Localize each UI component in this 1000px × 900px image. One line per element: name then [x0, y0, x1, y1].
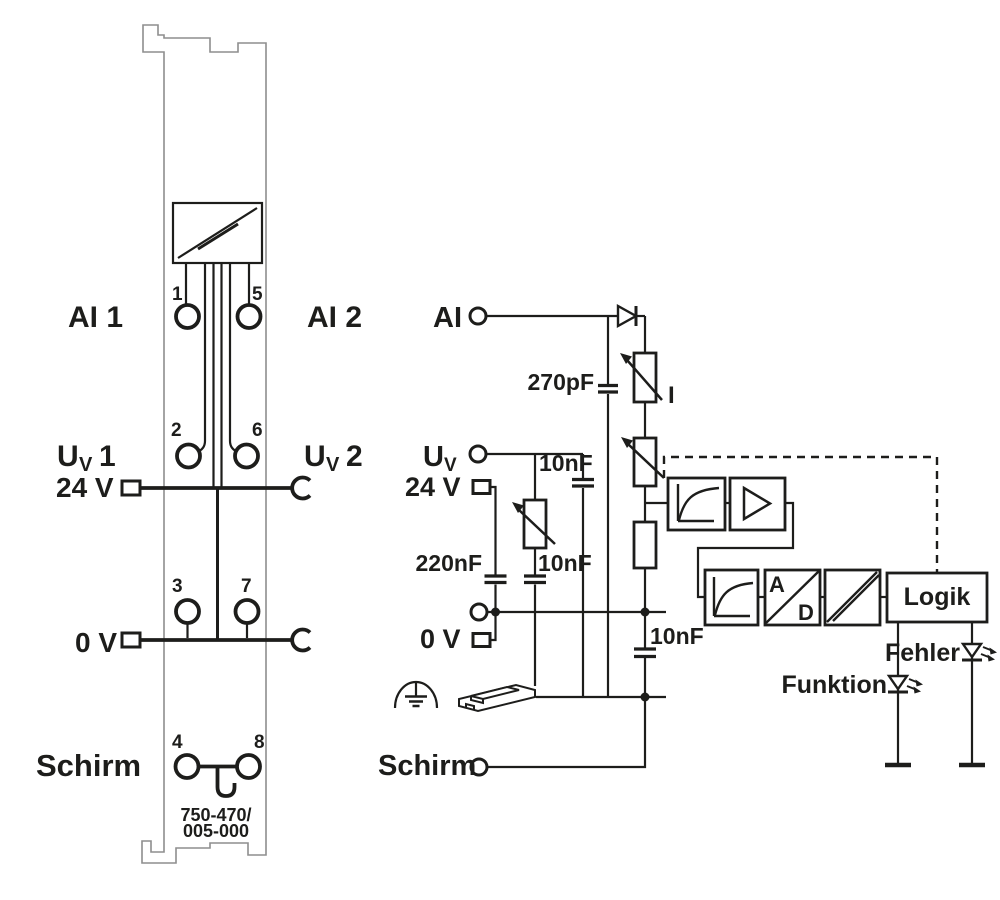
- part-number-line2: 005-000: [183, 821, 249, 841]
- junction-dot: [491, 607, 500, 617]
- terminal-5: [235, 303, 263, 330]
- current-label: I: [668, 382, 675, 409]
- logic-label: Logik: [904, 583, 971, 611]
- adc-label-a: A: [769, 572, 785, 597]
- terminal-4: [173, 753, 201, 780]
- label-24v: 24 V: [56, 472, 114, 503]
- input-ai-terminal: [468, 306, 488, 326]
- module-terminals: [173, 303, 263, 798]
- schematic-label-0v: 0 V: [420, 624, 461, 654]
- logic-block: Logik: [885, 571, 989, 624]
- terminal-number-4: 4: [172, 732, 183, 753]
- amplifier-block: [728, 476, 787, 532]
- label-uv2-base: U: [304, 440, 326, 473]
- isolation-diagonal-short: [197, 222, 239, 251]
- label-uv1-sub: V: [79, 454, 93, 476]
- schematic-label-uv-base: U: [423, 441, 444, 473]
- terminal-6: [233, 442, 260, 470]
- schematic-label-ai: AI: [433, 302, 462, 334]
- label-uv2-sub: V: [326, 454, 340, 476]
- cap-270pf-symbol: [598, 383, 618, 394]
- blade-contact-24v: [120, 479, 142, 497]
- cap-10nf-uv-label: 10nF: [539, 450, 593, 476]
- terminal-number-1: 1: [172, 284, 183, 305]
- cap-10nf-mid-symbol: [524, 574, 546, 585]
- led-error-label: Fehler: [885, 639, 960, 667]
- input-0v-terminal: [469, 602, 489, 622]
- ground-symbol: [393, 680, 439, 709]
- schematic-label-uv-sub: V: [444, 455, 457, 476]
- terminal-3: [174, 598, 201, 625]
- control-dashed-line: [662, 455, 939, 572]
- adc-block: A D: [763, 568, 822, 627]
- module-housing-outline: [141, 24, 267, 864]
- terminal-number-5: 5: [252, 284, 263, 305]
- variable-resistor-2: [621, 436, 665, 488]
- isolation-diagonal: [177, 207, 258, 259]
- cap-10nf-uv-symbol: [572, 477, 594, 488]
- din-rail-symbol: [458, 683, 536, 713]
- junction-dot: [640, 692, 650, 702]
- cap-10nf-out-label: 10nF: [650, 623, 704, 649]
- label-ai1: AI 1: [68, 301, 123, 334]
- junction-dot: [640, 607, 650, 617]
- variable-resistor-1: [620, 351, 663, 404]
- led-function-label: Funktion: [781, 671, 887, 699]
- blade-contact-0v: [120, 631, 142, 649]
- isolation-block-symbol: [171, 201, 264, 265]
- cap-270pf-label: 270pF: [528, 369, 594, 395]
- label-0v: 0 V: [75, 627, 117, 658]
- adc-label-d: D: [798, 600, 814, 625]
- terminal-number-3: 3: [172, 576, 183, 597]
- part-number-line1: 750-470/: [180, 805, 251, 825]
- terminal-number-2: 2: [171, 420, 182, 441]
- label-uv1-base: U: [57, 440, 79, 473]
- cap-220nf-label: 220nF: [416, 550, 482, 576]
- terminal-7: [233, 598, 261, 625]
- label-uv1-num: 1: [99, 440, 116, 473]
- cap-10nf-mid-label: 10nF: [538, 550, 592, 576]
- cap-220nf-symbol: [484, 574, 507, 585]
- input-uv-terminal: [468, 444, 488, 464]
- diode-symbol: [616, 303, 639, 329]
- schematic-label-24v: 24 V: [405, 472, 461, 502]
- led-function-symbol: [886, 674, 923, 694]
- terminal-2: [175, 442, 202, 470]
- wrap-connection: [696, 501, 795, 599]
- terminal-1: [174, 303, 201, 330]
- isolation-block-2: [823, 568, 882, 627]
- label-uv2-num: 2: [346, 440, 363, 473]
- socket-contact-0v: [290, 627, 312, 653]
- variable-resistor-3: [512, 498, 556, 550]
- filter-block-2: [703, 568, 760, 627]
- label-schirm: Schirm: [36, 748, 141, 783]
- module-side-view: AI 1 AI 2 U V 1 U V 2 24 V 0 V Schirm 1 …: [36, 24, 363, 864]
- input-24v-contact: [471, 479, 492, 495]
- terminal-8: [235, 753, 262, 780]
- led-error-symbol: [960, 642, 997, 662]
- terminal-number-6: 6: [252, 420, 263, 441]
- cap-10nf-out-symbol: [634, 647, 656, 659]
- terminal-number-8: 8: [254, 732, 265, 753]
- socket-contact-24v: [290, 475, 312, 501]
- schematic-label-schirm: Schirm: [378, 750, 476, 782]
- circuit-schematic: A D Logik AI: [378, 302, 997, 782]
- resistor-symbol: [632, 520, 658, 570]
- shield-hook: [215, 767, 237, 798]
- filter-block-1: [666, 476, 727, 532]
- terminal-number-7: 7: [241, 576, 252, 597]
- label-ai2: AI 2: [307, 301, 362, 334]
- input-0v-contact: [471, 632, 492, 648]
